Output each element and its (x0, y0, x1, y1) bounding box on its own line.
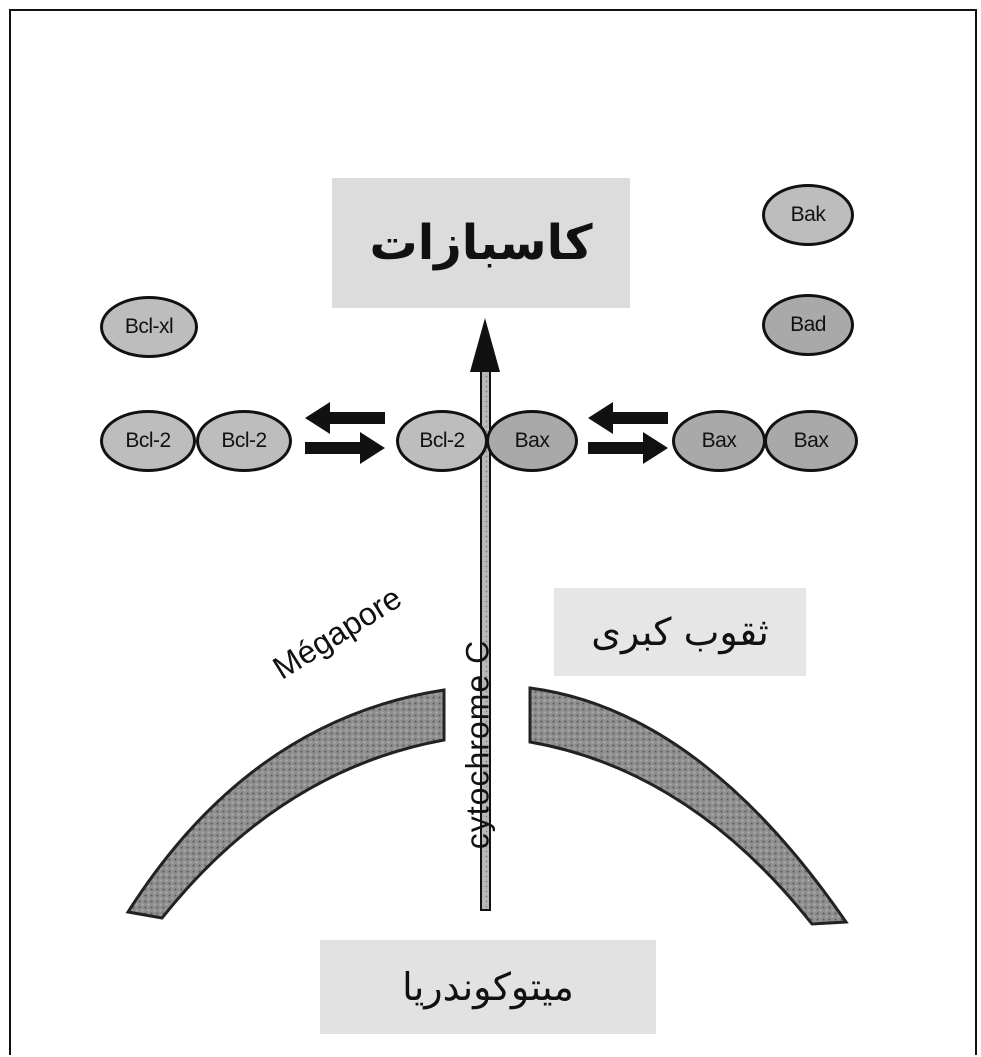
bad-oval: Bad (762, 294, 854, 356)
bax-right-oval-1: Bax (672, 410, 766, 472)
caspases-label: كاسبازات (369, 215, 592, 271)
bak-oval: Bak (762, 184, 854, 246)
bax-right-oval-2: Bax (764, 410, 858, 472)
mitochondria-label: ميتوكوندريا (402, 965, 574, 1009)
equilibrium-arrows-right (588, 402, 668, 464)
equilibrium-arrows-left (305, 402, 385, 464)
cytochrome-arrow-head (470, 318, 500, 372)
bax-center-oval: Bax (486, 410, 578, 472)
caspases-box: كاسبازات (332, 178, 630, 308)
bcl2-left-oval-1: Bcl-2 (100, 410, 196, 472)
bcl2-left-oval-2: Bcl-2 (196, 410, 292, 472)
bcl2-center-oval: Bcl-2 (396, 410, 488, 472)
membrane-right (530, 688, 846, 924)
membrane-left (128, 690, 444, 918)
megapores-box: ثقوب كبرى (554, 588, 806, 676)
megapores-label: ثقوب كبرى (591, 610, 769, 654)
mitochondria-box: ميتوكوندريا (320, 940, 656, 1034)
bcl-xl-oval: Bcl-xl (100, 296, 198, 358)
cytochrome-label: cytochrome C (460, 595, 497, 895)
